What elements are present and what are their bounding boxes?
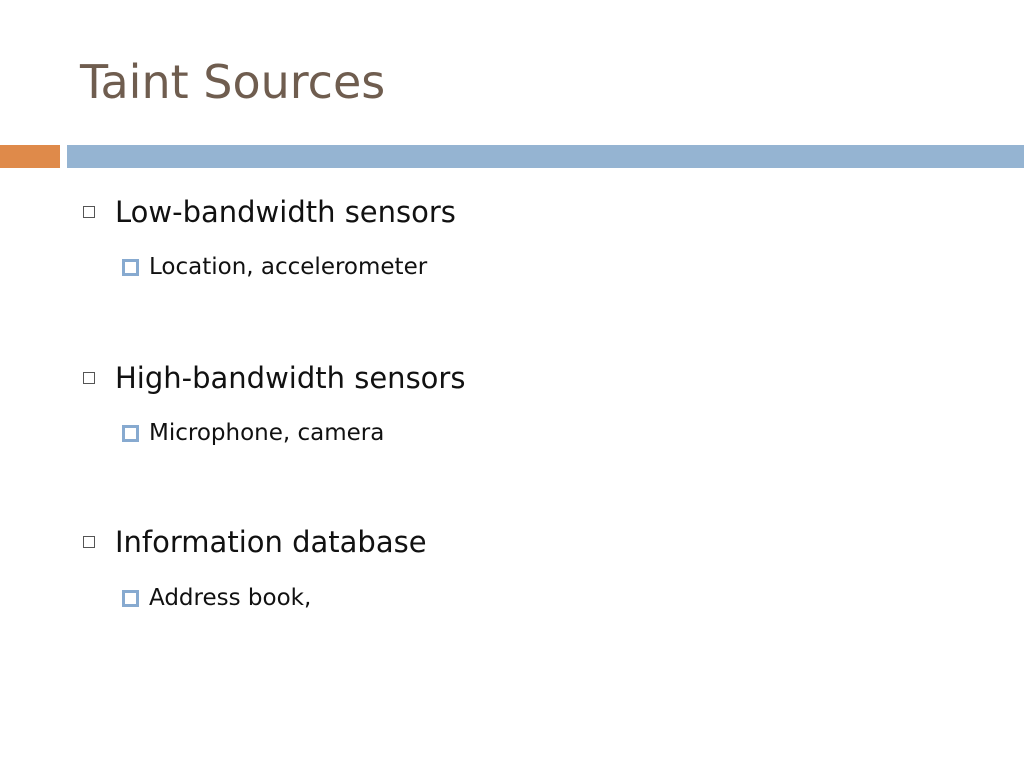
outline-square-bullet-icon [83,206,95,218]
bullet-item: Information database [83,522,427,562]
bullet-text: Information database [115,525,427,559]
bullet-text: High-bandwidth sensors [115,361,466,395]
slide-title: Taint Sources [80,55,386,109]
outline-square-bullet-icon [83,372,95,384]
sub-bullet-text: Address book, [149,585,312,611]
bullet-item: High-bandwidth sensors [83,358,465,398]
bullet-text: Low-bandwidth sensors [115,195,456,229]
filled-square-bullet-icon [122,424,139,442]
bullet-item: Low-bandwidth sensors [83,192,456,232]
sub-bullet-text: Location, accelerometer [149,254,428,280]
filled-square-bullet-icon [122,258,139,276]
title-accent-bar [0,145,60,168]
sub-bullet-text: Microphone, camera [149,420,385,446]
filled-square-bullet-icon [122,589,139,607]
sub-bullet-item: Address book, [122,582,311,614]
sub-bullet-item: Microphone, camera [122,417,384,449]
outline-square-bullet-icon [83,536,95,548]
title-divider-bar [67,145,1024,168]
sub-bullet-item: Location, accelerometer [122,251,427,283]
